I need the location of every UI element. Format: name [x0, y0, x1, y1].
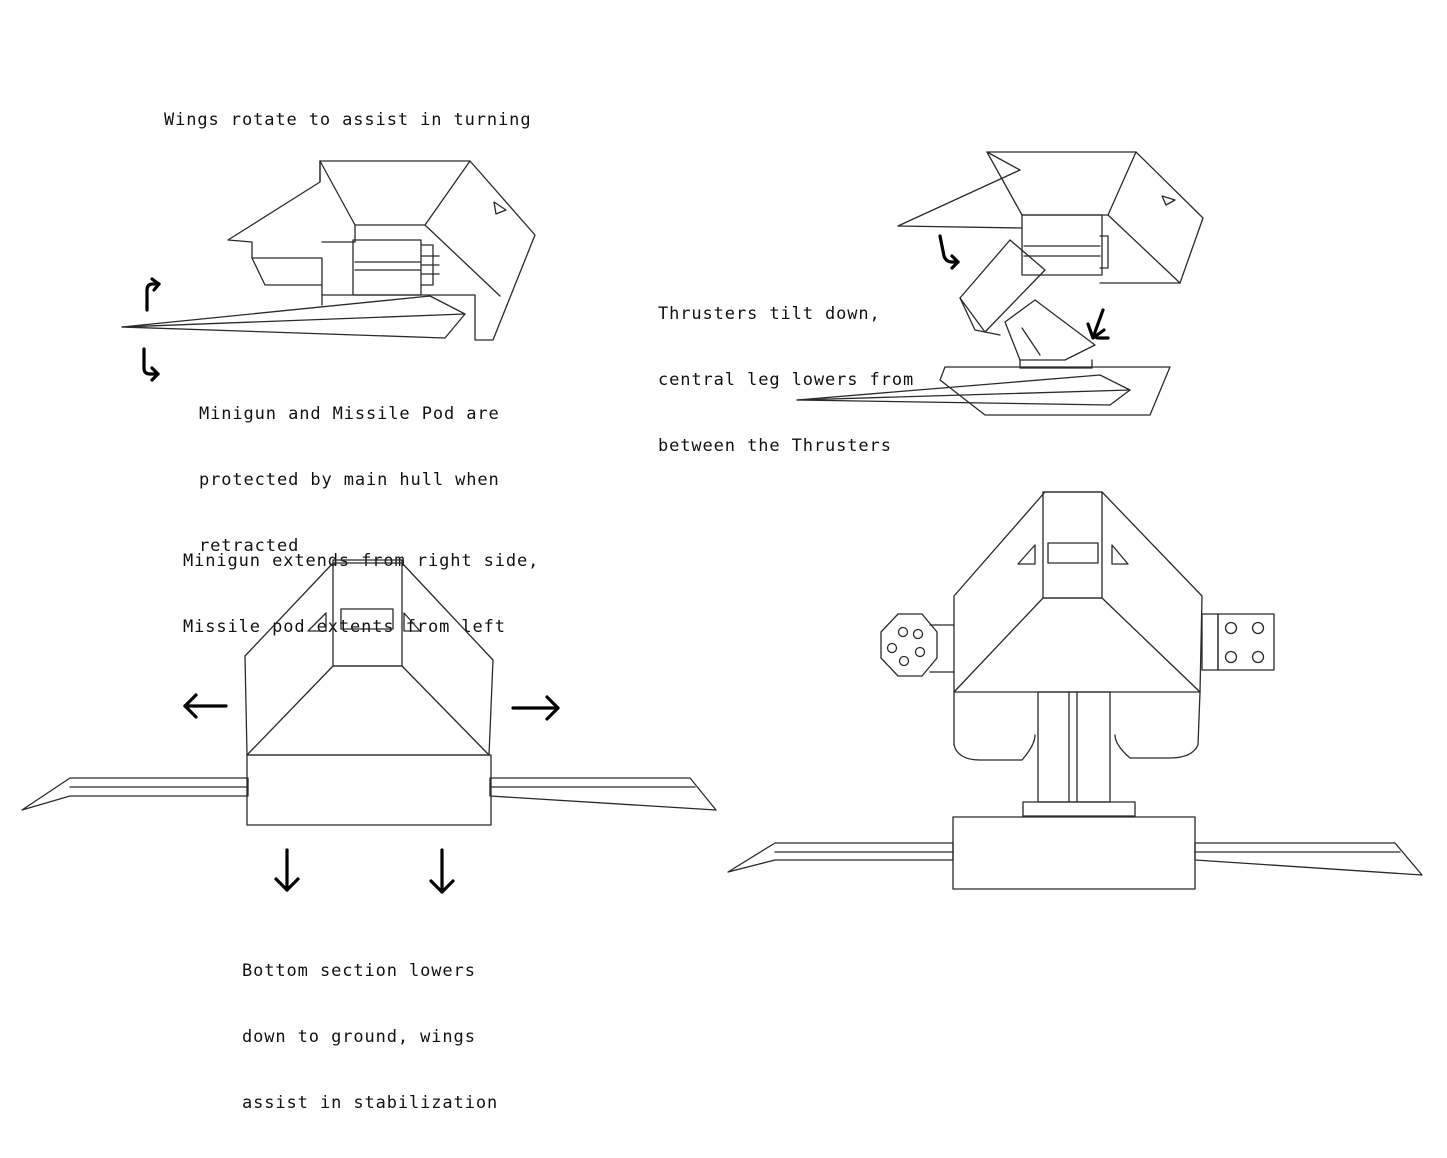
hull-edge	[252, 258, 322, 285]
hull-inner-edge	[247, 666, 489, 755]
thruster-edge	[960, 298, 1000, 335]
sketch-drawings	[0, 0, 1447, 994]
thruster-body	[353, 240, 421, 295]
wing-left	[22, 778, 248, 810]
barrel-hole	[1253, 652, 1264, 663]
top-spine	[333, 560, 402, 666]
vent-triangle	[404, 613, 420, 631]
hull-outline	[898, 152, 1203, 283]
hull-outline	[245, 563, 493, 755]
hull-edge	[425, 225, 500, 296]
bottom-section	[953, 817, 1195, 889]
arrow-left-icon	[185, 695, 226, 717]
missile-hole	[888, 644, 897, 653]
leg-foot	[1023, 802, 1135, 816]
thruster-body	[1022, 215, 1102, 275]
wing-panel	[987, 152, 1136, 215]
leg-line	[1022, 328, 1040, 355]
side-view-flight-mode	[122, 161, 535, 340]
vent-triangle	[494, 202, 506, 214]
curved-arrow-up-icon	[147, 279, 159, 310]
wing-blade-edge	[122, 314, 465, 327]
missile-hole	[899, 628, 908, 637]
missile-hole	[914, 630, 923, 639]
hull-edge	[898, 226, 1022, 228]
curved-arrow-down-icon	[940, 236, 958, 268]
arrow-right-icon	[513, 697, 558, 719]
missile-hole	[916, 648, 925, 657]
wing-right	[1195, 843, 1422, 875]
central-leg	[1038, 692, 1110, 802]
thruster-left	[954, 692, 1035, 760]
sketch-sheet: Wings rotate to assist in turning Minigu…	[0, 0, 1447, 994]
minigun-mount	[1202, 614, 1218, 670]
tilted-thruster	[960, 240, 1045, 332]
bottom-section	[247, 755, 491, 825]
barrel-hole	[1226, 623, 1237, 634]
sensor-window	[1048, 543, 1098, 563]
wing-right	[490, 778, 716, 810]
hull-edge	[1108, 215, 1180, 283]
hull-outline	[954, 492, 1202, 692]
hull-edge	[322, 225, 355, 242]
wing-left	[728, 843, 953, 872]
sensor-window	[341, 609, 393, 629]
curved-arrow-down-icon	[144, 349, 158, 380]
missile-pod	[881, 614, 954, 676]
caption-line: down to ground, wings	[242, 1026, 498, 1048]
side-view-transforming	[797, 152, 1203, 415]
minigun-block	[1218, 614, 1274, 670]
vent-triangle	[1162, 196, 1175, 205]
thruster-right	[1115, 692, 1200, 758]
arrow-down-icon	[431, 850, 453, 892]
curved-arrow-down-icon	[1088, 310, 1108, 338]
central-leg	[1005, 300, 1095, 360]
hull-inner-edge	[954, 598, 1200, 692]
wing-blade	[122, 296, 465, 338]
barrel-hole	[1253, 623, 1264, 634]
caption-line: assist in stabilization	[242, 1092, 498, 1114]
bottom-section	[940, 367, 1170, 415]
arrow-down-icon	[276, 850, 298, 890]
minigun	[1202, 614, 1274, 670]
thruster-nozzle	[1100, 236, 1108, 268]
vent-triangle	[1018, 545, 1035, 564]
missile-hole	[900, 657, 909, 666]
vent-triangle	[1112, 545, 1128, 564]
vent-triangle	[308, 613, 326, 631]
wing-panel	[320, 161, 470, 225]
front-view-ground-mode	[728, 492, 1422, 889]
front-view-flight-mode	[22, 560, 716, 825]
barrel-hole	[1226, 652, 1237, 663]
top-spine	[1043, 492, 1102, 598]
wing-blade	[797, 375, 1130, 405]
hull-outline	[228, 161, 535, 340]
